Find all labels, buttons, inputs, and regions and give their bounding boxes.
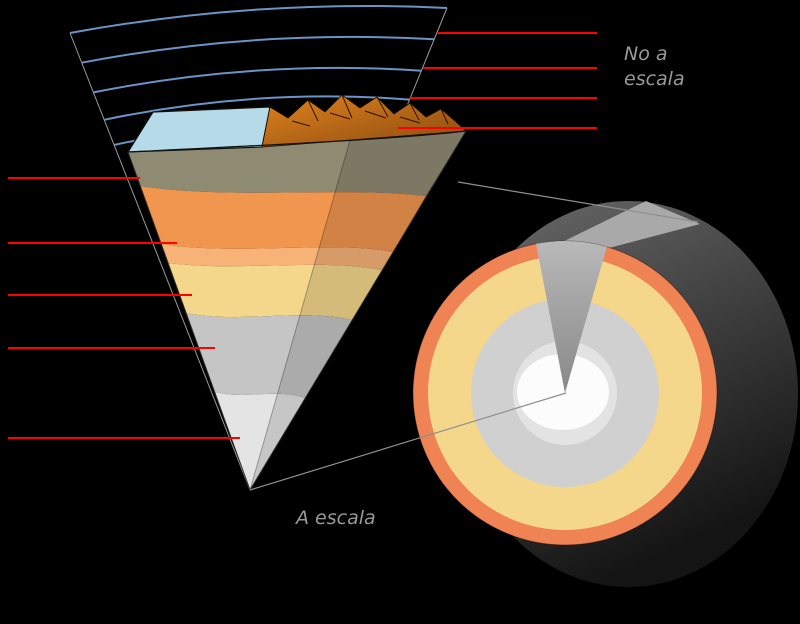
leader-lines-left bbox=[8, 177, 240, 439]
earth-sphere bbox=[412, 201, 798, 587]
lower-mantle-layer bbox=[168, 263, 382, 320]
atmosphere-arc-4 bbox=[103, 95, 410, 121]
atmosphere-arc-2 bbox=[81, 35, 435, 64]
to-scale-label: A escala bbox=[296, 507, 376, 529]
inner-core-layer bbox=[215, 392, 305, 490]
leader-lines-right bbox=[398, 32, 597, 129]
connector-bottom bbox=[249, 392, 567, 491]
connector-top bbox=[457, 181, 699, 223]
atmosphere-arc-3 bbox=[93, 66, 422, 94]
mountain-ridge-lines bbox=[291, 94, 449, 127]
surface-base-line bbox=[127, 130, 467, 153]
guide-line-left bbox=[69, 32, 251, 491]
sphere-inner-core bbox=[517, 354, 609, 430]
cut-sector bbox=[536, 241, 607, 393]
not-to-scale-label: No a escala bbox=[624, 43, 685, 90]
earth-wedge bbox=[126, 94, 467, 491]
wedge-right-edge bbox=[249, 130, 467, 491]
transition-zone-layer bbox=[161, 244, 393, 270]
wedge-sphere-connectors bbox=[249, 181, 699, 491]
wedge-left-edge bbox=[127, 151, 251, 491]
atmosphere-arc-1 bbox=[69, 4, 448, 34]
outer-core-layer bbox=[186, 313, 352, 398]
cut-channel-face bbox=[552, 201, 700, 248]
ocean-surface bbox=[126, 106, 271, 153]
wedge-front-crease bbox=[249, 139, 351, 491]
upper-mantle-layer bbox=[140, 186, 426, 252]
